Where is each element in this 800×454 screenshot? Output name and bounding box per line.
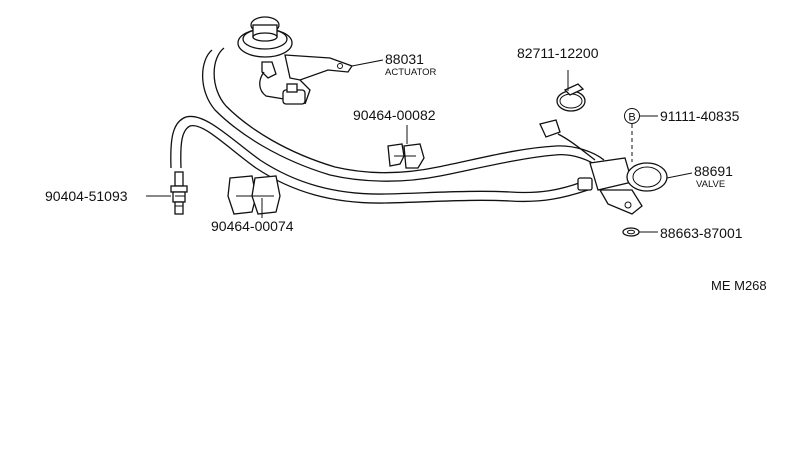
bolt-part-no: 91111-40835	[660, 108, 740, 124]
union-fitting	[170, 171, 188, 215]
bolt-marker-letter: B	[628, 112, 635, 124]
actuator-part-no: 88031	[385, 51, 424, 67]
leader-lines	[146, 59, 693, 233]
hose-clip-lower	[227, 175, 281, 215]
vsv-valve	[539, 119, 668, 215]
gasket-part-no: 88663-87001	[660, 225, 743, 241]
bolt-marker: B	[624, 108, 640, 124]
clamp-part-no: 82711-12200	[517, 45, 599, 61]
actuator-name: ACTUATOR	[385, 67, 437, 78]
figure-code: ME M268	[711, 278, 767, 293]
vacuum-hose-lower	[170, 115, 589, 204]
union-part-no: 90404-51093	[45, 188, 128, 204]
valve-part-no: 88691	[694, 163, 733, 179]
valve-name: VALVE	[696, 179, 725, 190]
actuator	[237, 16, 353, 105]
clip-lower-part-no: 90464-00074	[211, 218, 294, 234]
clip-upper-part-no: 90464-00082	[353, 107, 436, 123]
hose-clip-upper	[387, 143, 425, 169]
vacuum-hose-main	[202, 47, 605, 182]
gasket	[622, 227, 640, 237]
hose-clamp	[556, 83, 586, 112]
